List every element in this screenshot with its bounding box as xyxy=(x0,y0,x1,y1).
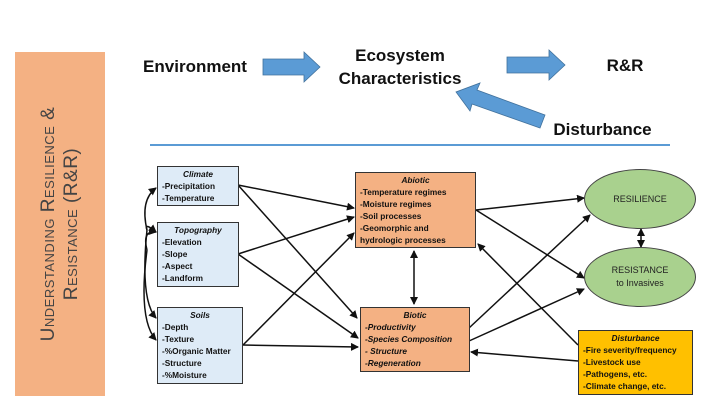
soils-box: Soils -Depth -Texture -%Organic Matter -… xyxy=(157,307,243,384)
list-item: -Elevation xyxy=(162,237,202,247)
title-panel: Understanding Resilience & Resistance (R… xyxy=(15,52,105,396)
ecosystem-line-2: Characteristics xyxy=(338,69,462,88)
list-item: -Regeneration xyxy=(365,358,421,368)
list-item: -Pathogens, etc. xyxy=(583,369,648,379)
box-title: Biotic xyxy=(403,310,427,320)
list-item: -Texture xyxy=(162,334,195,344)
climate-box: Climate -Precipitation -Temperature xyxy=(157,166,239,206)
ecosystem-characteristics-label: Ecosystem Characteristics xyxy=(330,44,470,90)
list-item: -%Organic Matter xyxy=(162,346,231,356)
list-item: -Soil processes xyxy=(360,211,422,221)
list-item: -Species Composition xyxy=(365,334,453,344)
list-item: -Geomorphic and hydrologic processes xyxy=(360,223,446,245)
abiotic-box: Abiotic -Temperature regimes -Moisture r… xyxy=(355,172,476,248)
list-item: -Temperature xyxy=(162,193,215,203)
list-item: -Moisture regimes xyxy=(360,199,432,209)
box-title: Soils xyxy=(190,310,210,320)
list-item: -Productivity xyxy=(365,322,416,332)
rr-label: R&R xyxy=(606,56,644,75)
list-item: -Fire severity/frequency xyxy=(583,345,677,355)
list-item: -Precipitation xyxy=(162,181,216,191)
list-item: -Slope xyxy=(162,249,188,259)
list-item: -Livestock use xyxy=(583,357,641,367)
disturbance-label: Disturbance xyxy=(553,120,652,139)
flow-arrow-env-to-eco xyxy=(262,51,321,83)
box-title: Climate xyxy=(183,169,213,179)
list-item: -Structure xyxy=(162,358,202,368)
resilience-label: RESILIENCE xyxy=(613,193,667,204)
topography-box: Topography -Elevation -Slope -Aspect -La… xyxy=(157,222,239,287)
ecosystem-line-1: Ecosystem xyxy=(355,46,445,65)
list-item: - Structure xyxy=(365,346,407,356)
resistance-label: RESISTANCE xyxy=(611,265,669,275)
list-item: -Aspect xyxy=(162,261,193,271)
box-title: Topography xyxy=(174,225,222,235)
environment-label: Environment xyxy=(143,57,247,76)
list-item: -Depth xyxy=(162,322,189,332)
box-title: Abiotic xyxy=(401,175,430,185)
list-item: -Climate change, etc. xyxy=(583,381,666,391)
disturbance-box: Disturbance -Fire severity/frequency -Li… xyxy=(578,330,693,395)
list-item: -Landform xyxy=(162,273,204,283)
biotic-box: Biotic -Productivity -Species Compositio… xyxy=(360,307,470,372)
flow-arrow-eco-to-rr xyxy=(506,49,566,81)
flow-arrow-disturbance-to-eco xyxy=(455,82,546,129)
connector-arrows xyxy=(143,184,645,362)
list-item: -Temperature regimes xyxy=(360,187,447,197)
resistance-sublabel: to Invasives xyxy=(616,278,664,288)
resistance-ellipse: RESISTANCE to Invasives xyxy=(584,247,696,307)
resilience-ellipse: RESILIENCE xyxy=(584,169,696,229)
box-title: Disturbance xyxy=(611,333,660,343)
list-item: -%Moisture xyxy=(162,370,207,380)
